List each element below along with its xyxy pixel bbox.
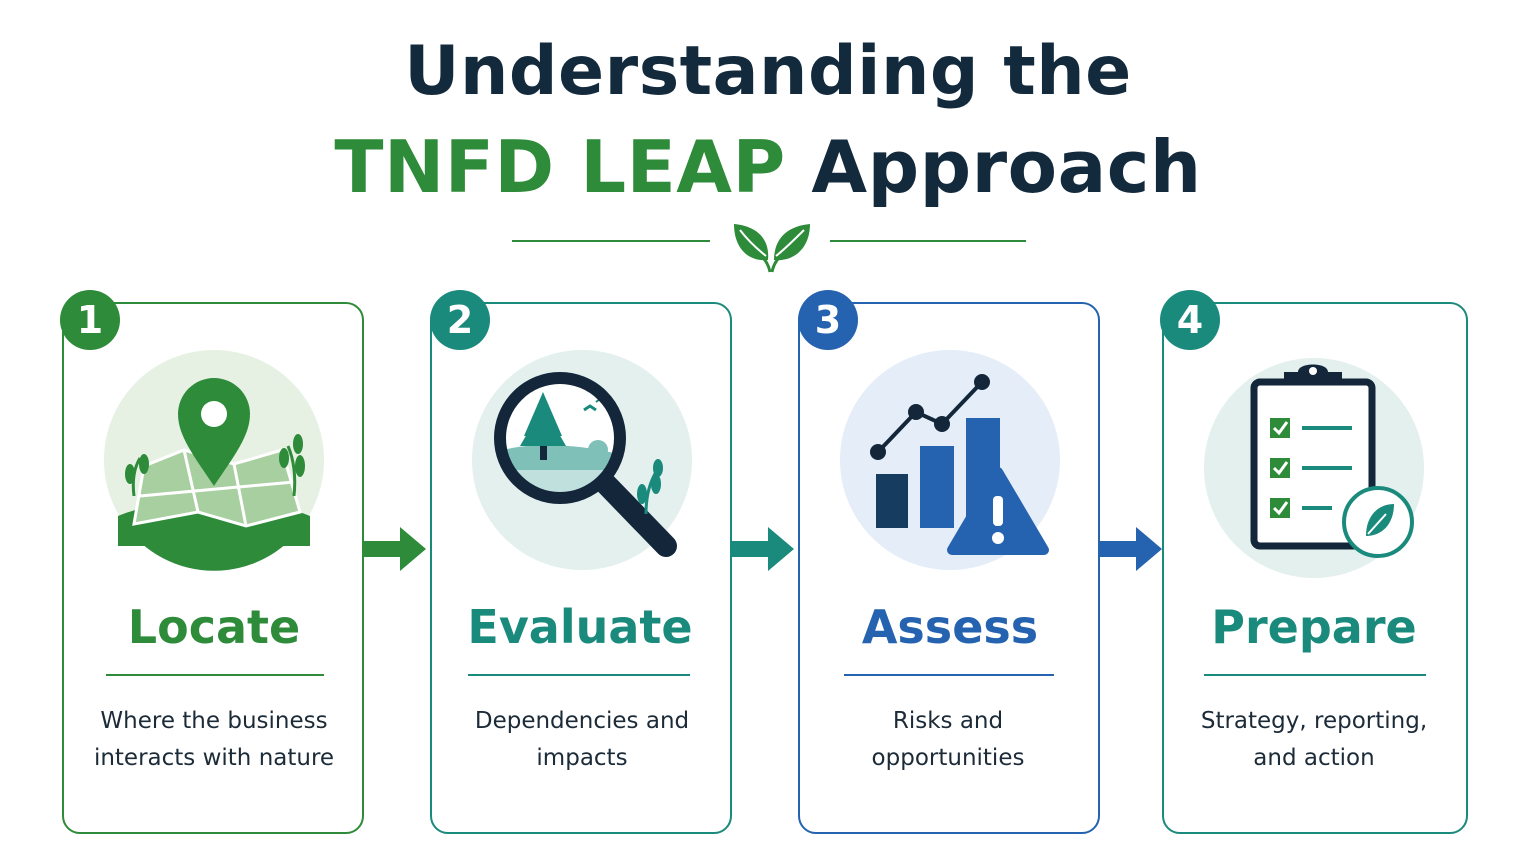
title-line-1: Understanding the — [404, 32, 1132, 111]
step-badge-4: 4 — [1160, 290, 1220, 350]
step-desc-prepare: Strategy, reporting, and action — [1200, 708, 1428, 771]
leaves-icon — [734, 224, 810, 273]
step-title-evaluate: Evaluate — [467, 600, 693, 654]
step-desc-locate: Where the business interacts with nature — [93, 708, 335, 771]
divider-left — [512, 240, 710, 242]
step-badge-3: 3 — [798, 290, 858, 350]
step-desc-assess: Risks and opportunities — [871, 708, 1025, 771]
step-title-assess: Assess — [861, 600, 1039, 654]
arrow-right-icon — [732, 527, 794, 571]
map-pin-icon — [104, 350, 324, 571]
divider-right — [830, 240, 1026, 242]
step-title-prepare: Prepare — [1211, 600, 1417, 654]
title-rest: Approach — [811, 125, 1202, 209]
title-line-2: TNFD LEAP Approach — [0, 124, 1536, 210]
step-rule-prepare — [1204, 674, 1426, 676]
step-rule-assess — [844, 674, 1054, 676]
step-rule-locate — [106, 674, 324, 676]
step-title-locate: Locate — [127, 600, 301, 654]
title-highlight: TNFD LEAP — [334, 125, 786, 209]
step-rule-evaluate — [468, 674, 690, 676]
step-badge-2: 2 — [430, 290, 490, 350]
clipboard-checklist-icon — [1204, 358, 1424, 578]
arrow-right-icon — [1100, 527, 1162, 571]
arrow-right-icon — [364, 527, 426, 571]
step-desc-evaluate: Dependencies and impacts — [474, 708, 690, 771]
chart-warning-icon — [840, 350, 1060, 570]
magnifier-landscape-icon — [472, 350, 692, 570]
step-badge-1: 1 — [60, 290, 120, 350]
